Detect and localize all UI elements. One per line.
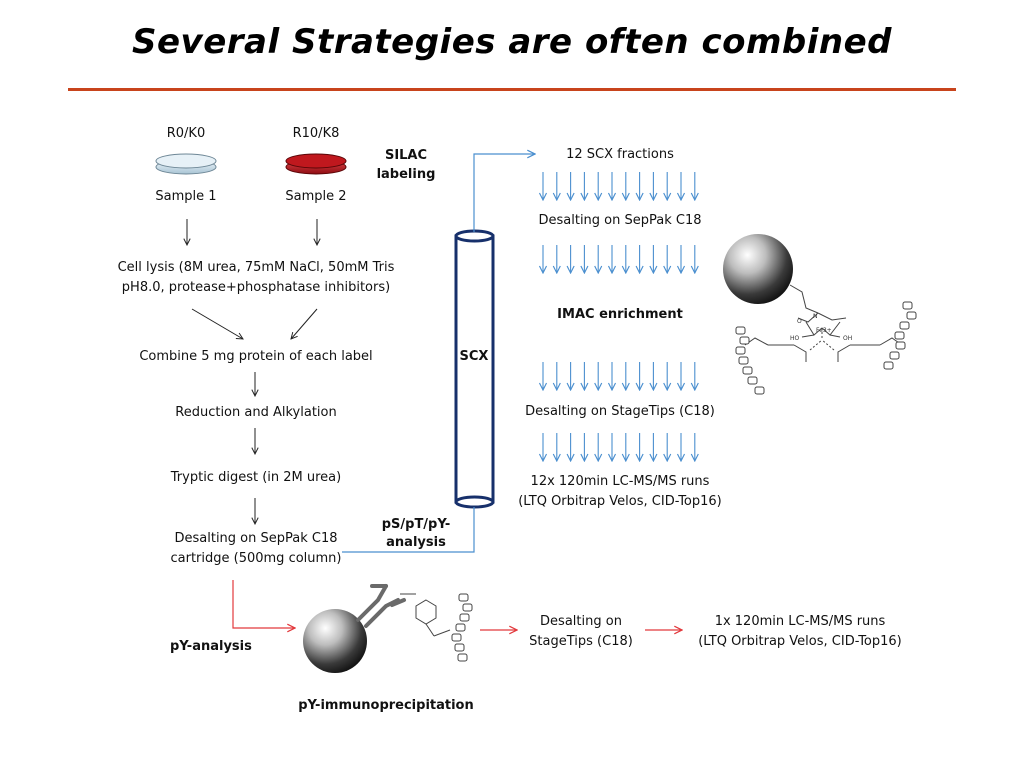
lcms-runs-line2: (LTQ Orbitrap Velos, CID-Top16) xyxy=(518,494,722,509)
petri-dish-light-icon xyxy=(155,153,217,175)
imac-metal-label: Fe3+ xyxy=(816,327,832,334)
py-bead-icon xyxy=(303,609,367,673)
scx-column-label: SCX xyxy=(459,349,489,364)
digest-step: Tryptic digest (in 2M urea) xyxy=(170,470,342,485)
title-underline xyxy=(68,88,956,91)
py-peptide-chain-icon xyxy=(451,593,473,662)
lcms-runs-line1: 12x 120min LC-MS/MS runs xyxy=(530,474,710,489)
imac-bead-icon xyxy=(723,234,793,304)
silac-label-line2: labeling xyxy=(376,167,436,182)
py-phosphotyrosine-structure xyxy=(400,593,451,637)
imac-n-atom: N xyxy=(813,313,818,320)
py-ip-label: pY-immunoprecipitation xyxy=(298,698,474,713)
scx-fractions: 12 SCX fractions xyxy=(566,147,674,162)
imac-enrichment: IMAC enrichment xyxy=(557,307,683,322)
py-flow-lines xyxy=(232,580,682,630)
sample1-label: Sample 1 xyxy=(155,189,217,204)
desalt-seppak-fractions: Desalting on SepPak C18 xyxy=(538,213,702,228)
reduction-step: Reduction and Alkylation xyxy=(175,405,337,420)
imac-peptide-chains-icon xyxy=(735,301,917,395)
imac-o-atom: O xyxy=(797,318,802,325)
silac-label-line1: SILAC xyxy=(384,148,428,163)
sample2-label: Sample 2 xyxy=(285,189,347,204)
label-light: R0/K0 xyxy=(166,126,206,141)
workflow-arrows xyxy=(187,219,317,524)
py-desalt-line1: Desalting on xyxy=(540,614,622,629)
scx-flow-lines xyxy=(342,154,535,553)
imac-oh-label: OH xyxy=(843,335,852,342)
py-desalt-line2: StageTips (C18) xyxy=(529,634,633,649)
imac-chelator-labels: N Fe3+ HO OH O xyxy=(790,313,852,342)
desalt-stagetips-fractions: Desalting on StageTips (C18) xyxy=(525,404,715,419)
scx-column-icon xyxy=(454,229,495,509)
phospho-analysis-line2: analysis xyxy=(386,535,446,550)
phospho-analysis-line1: pS/pT/pY- xyxy=(381,517,451,532)
desalt-seppak-line2: cartridge (500mg column) xyxy=(170,551,342,566)
combine-step: Combine 5 mg protein of each label xyxy=(139,349,373,364)
fraction-arrow-rows xyxy=(543,172,695,461)
antibody-icon xyxy=(356,584,406,628)
py-lcms-line1: 1x 120min LC-MS/MS runs xyxy=(714,614,886,629)
desalt-seppak-line1: Desalting on SepPak C18 xyxy=(174,531,338,546)
py-lcms-line2: (LTQ Orbitrap Velos, CID-Top16) xyxy=(698,634,902,649)
imac-ho-label: HO xyxy=(790,335,800,342)
py-analysis-label: pY-analysis xyxy=(170,639,252,654)
lysis-line1: Cell lysis (8M urea, 75mM NaCl, 50mM Tri… xyxy=(117,260,395,275)
lysis-line2: pH8.0, protease+phosphatase inhibitors) xyxy=(121,280,391,295)
petri-dish-heavy-icon xyxy=(285,153,347,175)
label-heavy: R10/K8 xyxy=(292,126,340,141)
slide-title: Several Strategies are often combined xyxy=(131,22,892,62)
